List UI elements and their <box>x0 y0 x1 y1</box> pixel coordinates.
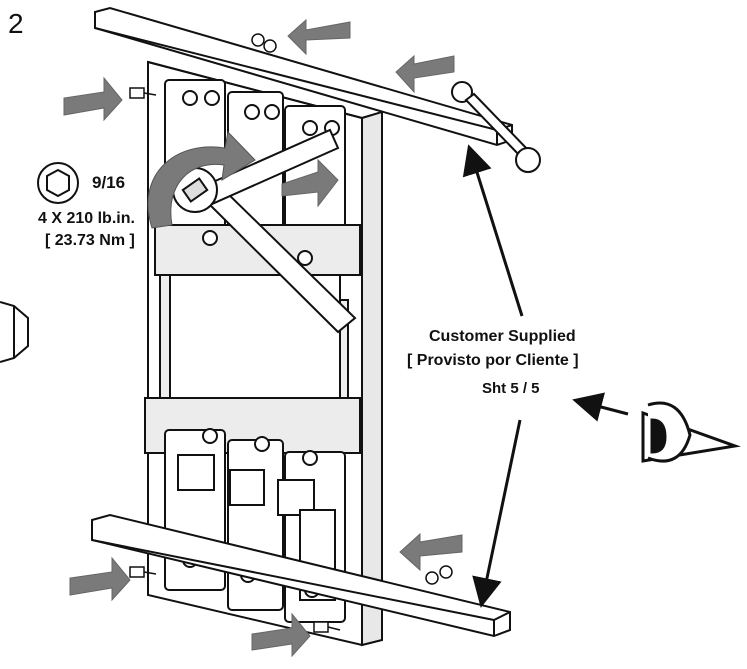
torque-value-imperial: 4 X 210 lb.in. <box>38 210 135 227</box>
arrow-top-right <box>395 54 455 94</box>
insertion-arrows <box>63 18 463 658</box>
sheet-reference-label: Sht 5 / 5 <box>482 380 540 397</box>
wrench-size-label: 9/16 <box>92 173 126 192</box>
arrow-left-lower <box>69 556 131 602</box>
step-number: 2 <box>8 8 24 39</box>
customer-supplied-spanish-label: [ Provisto por Cliente ] <box>407 352 579 369</box>
view-eye-icon <box>572 392 741 463</box>
customer-supplied-label: Customer Supplied <box>429 328 576 345</box>
arrow-right-lower <box>399 532 463 572</box>
wrench-icon <box>451 81 541 173</box>
arrow-handle <box>281 158 339 208</box>
hex-socket-icon <box>37 162 79 204</box>
operating-handle <box>172 128 357 334</box>
mounting-screws <box>129 33 453 633</box>
arrow-top-center <box>287 18 351 56</box>
arrow-left-upper <box>63 76 123 122</box>
bottom-mounting-rail <box>91 513 511 638</box>
rotation-arrow <box>147 130 256 229</box>
torque-value-metric: [ 23.73 Nm ] <box>45 232 135 249</box>
arrow-bottom-center <box>251 612 311 658</box>
callout-leaders <box>462 144 524 608</box>
hex-nut-icon <box>0 301 29 363</box>
